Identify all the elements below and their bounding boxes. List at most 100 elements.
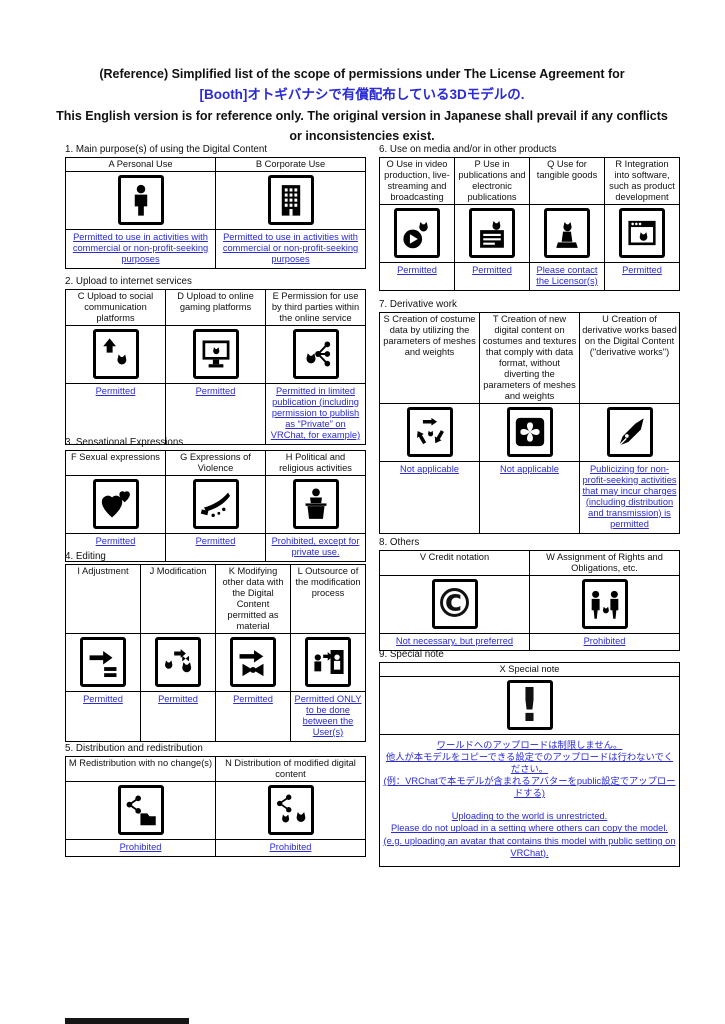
section-title: 6. Use on media and/or in other products xyxy=(379,144,557,155)
permission-table: M Redistribution with no change(s) N Dis… xyxy=(65,756,366,857)
network-cat-icon xyxy=(292,329,339,380)
header-cell-F: F Sexual expressions xyxy=(65,450,166,476)
header-cell-G: G Expressions of Violence xyxy=(165,450,266,476)
share-folder-icon xyxy=(117,785,164,836)
status-link-J[interactable]: Permitted xyxy=(158,693,198,704)
icon-cell-U xyxy=(579,402,680,462)
section-title: 2. Upload to internet services xyxy=(65,276,192,287)
title-line-3: This English version is for reference on… xyxy=(56,108,668,143)
header-cell-R: R Integration into software, such as pro… xyxy=(604,157,680,205)
status-link-O[interactable]: Permitted xyxy=(397,264,437,275)
permission-table: F Sexual expressions G Expressions of Vi… xyxy=(65,450,366,562)
icon-cell-D xyxy=(165,324,266,384)
status-link-C[interactable]: Permitted xyxy=(95,385,136,396)
section-title: 7. Derivative work xyxy=(379,299,457,310)
adjust-arrow-icon xyxy=(80,637,126,688)
person-icon xyxy=(117,175,164,226)
permission-table: S Creation of costume data by utilizing … xyxy=(379,312,680,534)
texture-pinwheel-icon xyxy=(506,407,553,458)
status-cell-J: Permitted xyxy=(140,690,216,742)
icon-cell-K xyxy=(215,632,291,692)
status-link-Q[interactable]: Please contact the Licensor(s) xyxy=(536,264,598,286)
document-title: (Reference) Simplified list of the scope… xyxy=(52,64,672,146)
header-cell-B: B Corporate Use xyxy=(215,157,366,172)
header-cell-C: C Upload to social communication platfor… xyxy=(65,289,166,326)
status-cell-U: Publicizing for non-profit-seeking activ… xyxy=(579,460,680,534)
section-editing: 4. Editing I Adjustment J Modification K… xyxy=(65,551,366,742)
status-link-R[interactable]: Permitted xyxy=(622,264,662,275)
status-cell-I: Permitted xyxy=(65,690,141,742)
icon-cell-B xyxy=(215,170,366,230)
icon-cell-G xyxy=(165,474,266,534)
icon-cell-V: © xyxy=(379,574,530,634)
section-upload-internet: 2. Upload to internet services C Upload … xyxy=(65,276,366,445)
status-cell-C: Permitted xyxy=(65,382,166,445)
header-cell-N: N Distribution of modified digital conte… xyxy=(215,756,366,782)
section-title: 9. Special note xyxy=(379,649,444,660)
ribbon-arrow-icon xyxy=(230,637,276,688)
monitor-cat-icon xyxy=(192,329,239,380)
header-cell-L: L Outsource of the modification process xyxy=(290,564,366,634)
section-main-purpose: 1. Main purpose(s) of using the Digital … xyxy=(65,144,366,269)
status-link-V[interactable]: Not necessary, but preferred xyxy=(395,635,514,646)
permission-table: V Credit notation W Assignment of Rights… xyxy=(379,550,680,651)
icon-cell-F xyxy=(65,474,166,534)
section-title: 5. Distribution and redistribution xyxy=(65,743,203,754)
header-cell-E: E Permission for use by third parties wi… xyxy=(265,289,366,326)
status-link-D[interactable]: Permitted xyxy=(195,385,236,396)
footer-mark xyxy=(65,1018,189,1024)
status-cell-R: Permitted xyxy=(604,261,680,291)
software-window-cat-icon xyxy=(619,208,665,259)
status-cell-N: Prohibited xyxy=(215,838,366,857)
status-link-P[interactable]: Permitted xyxy=(472,264,512,275)
status-link-K[interactable]: Permitted xyxy=(233,693,273,704)
header-cell-I: I Adjustment xyxy=(65,564,141,634)
status-link-I[interactable]: Permitted xyxy=(83,693,123,704)
header-cell-O: O Use in video production, live-streamin… xyxy=(379,157,455,205)
title-line-2-booth-model: [Booth]オトギバナシで有償配布している3Dモデルの. xyxy=(199,87,525,102)
icon-cell-X: ! xyxy=(379,675,680,735)
status-link-F[interactable]: Permitted xyxy=(95,535,136,546)
status-cell-S: Not applicable xyxy=(379,460,480,534)
status-cell-K: Permitted xyxy=(215,690,291,742)
status-link-U[interactable]: Publicizing for non-profit-seeking activ… xyxy=(582,463,677,529)
icon-cell-I xyxy=(65,632,141,692)
title-line-1: (Reference) Simplified list of the scope… xyxy=(99,67,625,81)
section-title: 8. Others xyxy=(379,537,420,548)
status-link-E[interactable]: Permitted in limited publication (includ… xyxy=(270,385,361,440)
special-note-table: X Special note ! ワールドへのアップロードは制限しません。 他人… xyxy=(379,662,680,867)
section-sensational-expressions: 3. Sensational Expressions F Sexual expr… xyxy=(65,437,366,562)
status-link-L[interactable]: Permitted ONLY to be done between the Us… xyxy=(294,693,362,737)
permission-table: C Upload to social communication platfor… xyxy=(65,289,366,445)
status-link-T[interactable]: Not applicable xyxy=(500,463,559,474)
status-link-B[interactable]: Permitted to use in activities with comm… xyxy=(222,231,359,264)
icon-cell-T xyxy=(479,402,580,462)
building-icon xyxy=(267,175,314,226)
header-cell-D: D Upload to online gaming platforms xyxy=(165,289,266,326)
status-cell-D: Permitted xyxy=(165,382,266,445)
icon-cell-H xyxy=(265,474,366,534)
exclamation-icon: ! xyxy=(506,680,553,731)
copyright-icon: © xyxy=(431,579,478,630)
status-link-A[interactable]: Permitted to use in activities with comm… xyxy=(72,231,209,264)
section-derivative-work: 7. Derivative work S Creation of costume… xyxy=(379,299,680,534)
figurine-cat-icon xyxy=(544,208,590,259)
icon-cell-S xyxy=(379,402,480,462)
costume-recycle-icon xyxy=(406,407,453,458)
header-cell-Q: Q Use for tangible goods xyxy=(529,157,605,205)
status-cell-P: Permitted xyxy=(454,261,530,291)
status-cell-O: Permitted xyxy=(379,261,455,291)
status-link-W[interactable]: Prohibited xyxy=(583,635,626,646)
status-link-S[interactable]: Not applicable xyxy=(400,463,459,474)
status-link-G[interactable]: Permitted xyxy=(195,535,236,546)
pen-icon xyxy=(606,407,653,458)
status-link-M[interactable]: Prohibited xyxy=(119,841,162,852)
header-cell-P: P Use in publications and electronic pub… xyxy=(454,157,530,205)
publication-cat-icon xyxy=(469,208,515,259)
status-link-H[interactable]: Prohibited, except for private use. xyxy=(271,535,360,557)
special-note-cell: ワールドへのアップロードは制限しません。 他人が本モデルをコピーできる設定でのア… xyxy=(379,733,680,867)
rights-transfer-icon xyxy=(581,579,628,630)
status-link-N[interactable]: Prohibited xyxy=(269,841,312,852)
status-cell-Q: Please contact the Licensor(s) xyxy=(529,261,605,291)
